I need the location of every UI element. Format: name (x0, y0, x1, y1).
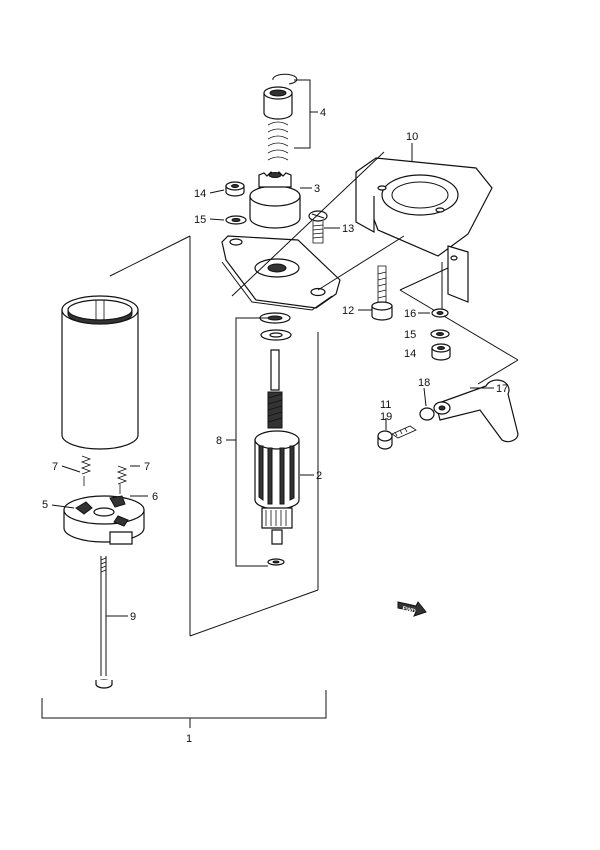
brush-springs (61, 455, 140, 494)
lever-assembly (377, 379, 519, 450)
callout-4: 4 (320, 107, 326, 119)
upper-end-bracket (221, 235, 341, 311)
callout-3: 3 (314, 183, 320, 195)
callout-17: 17 (496, 383, 508, 395)
callout-16: 16 (404, 308, 416, 320)
callout-7-left: 7 (52, 461, 58, 473)
mounting-bolt (358, 265, 393, 321)
fwd-label: FWD (402, 606, 417, 615)
callout-7-right: 7 (144, 461, 150, 473)
callout-labels: 1 2 3 4 5 6 7 7 8 9 10 11 12 13 14 14 15… (42, 107, 508, 745)
callout-12: 12 (342, 305, 354, 317)
callout-1: 1 (186, 733, 192, 745)
thrust-washers (226, 312, 292, 567)
upper-nut-washer (209, 181, 247, 225)
callout-18: 18 (418, 377, 430, 389)
right-washers-nut (418, 308, 451, 361)
assembly-boundary (41, 235, 327, 728)
yoke-housing (61, 295, 139, 450)
screw (308, 210, 340, 244)
armature (254, 349, 314, 566)
callout-5: 5 (42, 499, 48, 511)
callout-8: 8 (216, 435, 222, 447)
callout-11: 11 (380, 399, 391, 411)
mounting-bracket (355, 143, 493, 303)
callout-14-upper: 14 (194, 188, 206, 200)
callout-13: 13 (342, 223, 354, 235)
brush-holder-end-frame (51, 495, 148, 545)
through-bolt (95, 556, 128, 689)
callout-9: 9 (130, 611, 136, 623)
callout-15-upper: 15 (194, 214, 206, 226)
assembly-guide-lines (231, 151, 519, 385)
pinion-stopper-set (263, 73, 318, 161)
callout-10: 10 (406, 131, 418, 143)
callout-2: 2 (316, 470, 322, 482)
fwd-arrow: FWD (397, 601, 427, 617)
callout-19: 19 (380, 411, 392, 423)
callout-14-right: 14 (404, 348, 416, 360)
drive-pinion (249, 171, 312, 229)
callout-15-right: 15 (404, 329, 416, 341)
callout-6: 6 (152, 491, 158, 503)
